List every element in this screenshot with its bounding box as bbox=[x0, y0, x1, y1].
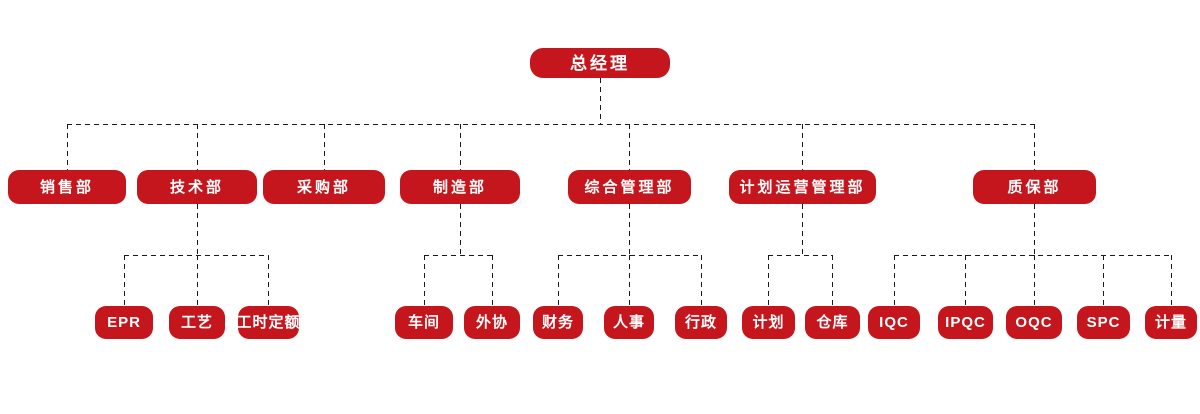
org-node-purchasing: 采购部 bbox=[263, 170, 385, 204]
connector-line-vertical bbox=[701, 255, 702, 306]
org-node-warehouse: 仓库 bbox=[805, 306, 860, 339]
org-node-general-admin: 综合管理部 bbox=[568, 170, 691, 204]
connector-line-vertical bbox=[197, 255, 198, 306]
connector-line-horizontal bbox=[894, 255, 1171, 256]
org-node-workshop: 车间 bbox=[395, 306, 453, 339]
org-node-ceo: 总经理 bbox=[530, 48, 670, 78]
connector-line-horizontal bbox=[67, 124, 1034, 125]
org-node-tech: 技术部 bbox=[137, 170, 257, 204]
connector-line-vertical bbox=[197, 204, 198, 255]
connector-line-vertical bbox=[492, 255, 493, 306]
connector-line-vertical bbox=[629, 204, 630, 255]
org-node-spc: SPC bbox=[1077, 306, 1130, 339]
org-node-ipqc: IPQC bbox=[938, 306, 993, 339]
org-node-planning-ops: 计划运营管理部 bbox=[729, 170, 876, 204]
org-node-oqc: OQC bbox=[1006, 306, 1062, 339]
connector-line-vertical bbox=[1103, 255, 1104, 306]
org-node-process: 工艺 bbox=[169, 306, 225, 339]
connector-line-vertical bbox=[460, 204, 461, 255]
connector-line-vertical bbox=[1034, 204, 1035, 255]
connector-line-vertical bbox=[832, 255, 833, 306]
connector-line-vertical bbox=[768, 255, 769, 306]
connector-line-vertical bbox=[460, 124, 461, 170]
connector-line-vertical bbox=[67, 124, 68, 170]
connector-line-vertical bbox=[268, 255, 269, 306]
org-node-administration: 行政 bbox=[675, 306, 727, 339]
connector-line-vertical bbox=[629, 124, 630, 170]
org-node-manufacturing: 制造部 bbox=[400, 170, 520, 204]
connector-line-vertical bbox=[802, 204, 803, 255]
connector-line-vertical bbox=[600, 78, 601, 124]
connector-line-horizontal bbox=[124, 255, 268, 256]
connector-line-horizontal bbox=[768, 255, 832, 256]
org-node-epr: EPR bbox=[95, 306, 153, 339]
connector-line-vertical bbox=[424, 255, 425, 306]
org-node-metrology: 计量 bbox=[1145, 306, 1197, 339]
org-node-qa: 质保部 bbox=[973, 170, 1096, 204]
org-node-finance: 财务 bbox=[533, 306, 583, 339]
connector-line-vertical bbox=[629, 255, 630, 306]
connector-line-vertical bbox=[965, 255, 966, 306]
connector-line-vertical bbox=[197, 124, 198, 170]
org-node-iqc: IQC bbox=[868, 306, 920, 339]
connector-line-vertical bbox=[1034, 124, 1035, 170]
connector-line-vertical bbox=[1034, 255, 1035, 306]
connector-line-vertical bbox=[1171, 255, 1172, 306]
connector-line-vertical bbox=[802, 124, 803, 170]
connector-line-horizontal bbox=[424, 255, 492, 256]
org-node-planning: 计划 bbox=[742, 306, 795, 339]
org-node-outsourcing: 外协 bbox=[464, 306, 520, 339]
connector-line-vertical bbox=[558, 255, 559, 306]
org-node-sales: 销售部 bbox=[8, 170, 126, 204]
connector-line-vertical bbox=[124, 255, 125, 306]
connector-line-vertical bbox=[324, 124, 325, 170]
org-node-hr: 人事 bbox=[604, 306, 654, 339]
connector-line-vertical bbox=[894, 255, 895, 306]
org-node-work-hour-quota: 工时定额 bbox=[237, 306, 300, 339]
